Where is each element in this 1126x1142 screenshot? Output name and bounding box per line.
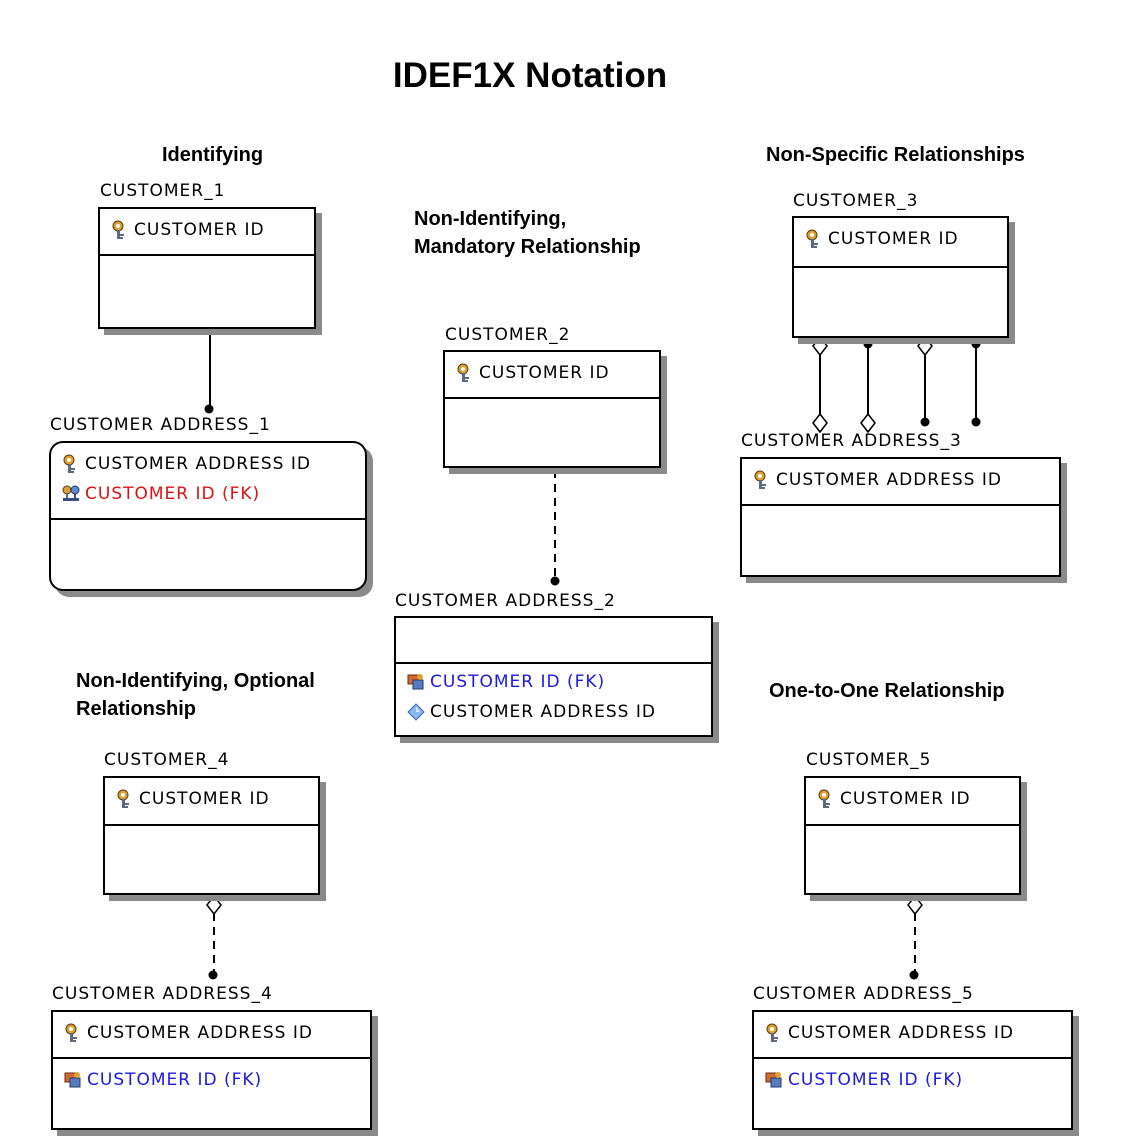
heading-one-to-one: One-to-One Relationship [769,680,1005,702]
foreign-key-icon [63,1070,83,1090]
entity-customer-address-1[interactable]: CUSTOMER ADDRESS ID CUSTOMER ID (FK) [49,441,367,591]
entity-customer-address-4[interactable]: CUSTOMER ADDRESS ID CUSTOMER ID (FK) [51,1010,372,1130]
primary-key-area: CUSTOMER ID [445,352,659,399]
key-icon [61,454,81,474]
many-dot-marker [204,404,214,414]
key-icon [816,789,836,809]
attribute-row: CUSTOMER ADDRESS ID [406,697,711,727]
key-icon [110,220,130,240]
many-dot-marker [550,576,560,586]
primary-key-area: CUSTOMER ADDRESS ID CUSTOMER ID (FK) [51,443,365,520]
key-icon [764,1023,784,1043]
many-dot-marker [208,970,218,980]
primary-key-area: CUSTOMER ADDRESS ID [754,1012,1071,1059]
attribute-row-fk: CUSTOMER ID (FK) [63,1065,370,1095]
diamond-icon [406,702,426,722]
hollow-diamond-marker [917,335,933,357]
attribute-row: CUSTOMER ADDRESS ID [61,449,365,479]
attribute-row: CUSTOMER ID [455,358,659,388]
key-icon [115,789,135,809]
attribute-area: CUSTOMER ID (FK) [53,1059,370,1095]
many-dot-marker [971,417,981,427]
primary-key-area: CUSTOMER ADDRESS ID [53,1012,370,1059]
hollow-diamond-marker [206,894,222,916]
many-dot-marker [920,417,930,427]
heading-non-identifying-optional: Non-Identifying, Optional Relationship [76,670,315,720]
entity-name-customer-address-2: CUSTOMER ADDRESS_2 [395,591,616,611]
attribute-row: CUSTOMER ID [816,784,1019,814]
many-dot-marker [909,970,919,980]
entity-customer-1[interactable]: CUSTOMER ID [98,207,316,329]
primary-key-area: CUSTOMER ID [806,778,1019,826]
heading-non-specific: Non-Specific Relationships [766,144,1025,166]
attribute-row: CUSTOMER ID [110,215,314,245]
entity-name-customer-2: CUSTOMER_2 [445,325,571,345]
hollow-diamond-marker [812,335,828,357]
many-dot-marker [971,339,981,349]
foreign-key-icon [61,484,81,504]
attribute-row: CUSTOMER ADDRESS ID [63,1018,370,1048]
entity-customer-5[interactable]: CUSTOMER ID [804,776,1021,895]
foreign-key-icon [406,672,426,692]
key-icon [752,470,772,490]
hollow-diamond-marker [812,412,828,434]
entity-customer-address-5[interactable]: CUSTOMER ADDRESS ID CUSTOMER ID (FK) [752,1010,1073,1130]
primary-key-area: CUSTOMER ADDRESS ID [742,459,1059,506]
entity-customer-address-3[interactable]: CUSTOMER ADDRESS ID [740,457,1061,577]
heading-identifying: Identifying [162,144,264,166]
entity-customer-3[interactable]: CUSTOMER ID [792,216,1009,338]
primary-key-area [396,618,711,664]
attribute-row: CUSTOMER ADDRESS ID [764,1018,1071,1048]
attribute-area: CUSTOMER ID (FK) CUSTOMER ADDRESS ID [396,664,711,727]
entity-name-customer-3: CUSTOMER_3 [793,191,919,211]
many-dot-marker [863,339,873,349]
attribute-row-fk: CUSTOMER ID (FK) [61,479,365,509]
entity-name-customer-address-3: CUSTOMER ADDRESS_3 [741,431,962,451]
hollow-diamond-marker [860,412,876,434]
diagram-title: IDEF1X Notation [392,56,668,95]
entity-name-customer-address-1: CUSTOMER ADDRESS_1 [50,415,271,435]
attribute-row-fk: CUSTOMER ID (FK) [764,1065,1071,1095]
key-icon [63,1023,83,1043]
key-icon [804,229,824,249]
attribute-area: CUSTOMER ID (FK) [754,1059,1071,1095]
heading-non-identifying-mandatory: Non-Identifying, Mandatory Relationship [414,208,641,258]
entity-customer-2[interactable]: CUSTOMER ID [443,350,661,468]
hollow-diamond-marker [907,894,923,916]
primary-key-area: CUSTOMER ID [100,209,314,256]
entity-name-customer-address-4: CUSTOMER ADDRESS_4 [52,984,273,1004]
entity-name-customer-address-5: CUSTOMER ADDRESS_5 [753,984,974,1004]
entity-name-customer-1: CUSTOMER_1 [100,181,226,201]
entity-customer-4[interactable]: CUSTOMER ID [103,776,320,895]
attribute-row: CUSTOMER ID [804,224,1007,254]
attribute-row: CUSTOMER ADDRESS ID [752,465,1059,495]
primary-key-area: CUSTOMER ID [794,218,1007,268]
key-icon [455,363,475,383]
foreign-key-icon [764,1070,784,1090]
entity-customer-address-2[interactable]: CUSTOMER ID (FK) CUSTOMER ADDRESS ID [394,616,713,737]
attribute-row: CUSTOMER ID [115,784,318,814]
attribute-row-fk: CUSTOMER ID (FK) [406,667,711,697]
entity-name-customer-4: CUSTOMER_4 [104,750,230,770]
entity-name-customer-5: CUSTOMER_5 [806,750,932,770]
primary-key-area: CUSTOMER ID [105,778,318,826]
